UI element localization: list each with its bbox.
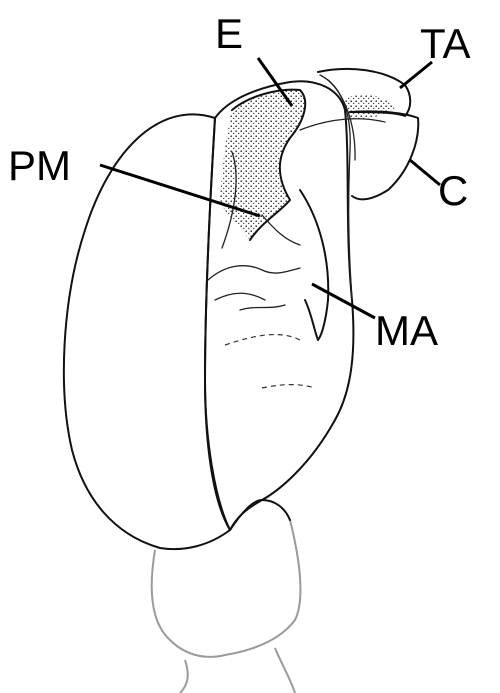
embolus-stipple bbox=[220, 90, 305, 240]
fold-2 bbox=[215, 293, 265, 300]
label-c: C bbox=[438, 167, 468, 214]
conductor-inner bbox=[300, 119, 385, 130]
median-apophysis-outline bbox=[300, 190, 328, 340]
leader-c bbox=[410, 160, 440, 185]
stalk-foot-left bbox=[180, 660, 188, 693]
dashed-fold-2 bbox=[262, 385, 315, 388]
conductor-outline bbox=[350, 111, 418, 199]
dashed-fold-1 bbox=[225, 335, 300, 345]
joint-outline bbox=[230, 500, 290, 530]
label-e: E bbox=[215, 10, 243, 57]
stalk-outline bbox=[152, 520, 301, 657]
fold-3 bbox=[240, 305, 285, 310]
embolus-curve-2 bbox=[328, 80, 355, 160]
tip-stipple bbox=[345, 95, 395, 119]
fold-1 bbox=[208, 266, 300, 280]
leader-ma bbox=[312, 284, 375, 318]
label-ma: MA bbox=[375, 307, 438, 354]
label-ta: TA bbox=[420, 20, 471, 67]
label-pm: PM bbox=[8, 142, 71, 189]
stalk-foot-right bbox=[275, 648, 295, 693]
